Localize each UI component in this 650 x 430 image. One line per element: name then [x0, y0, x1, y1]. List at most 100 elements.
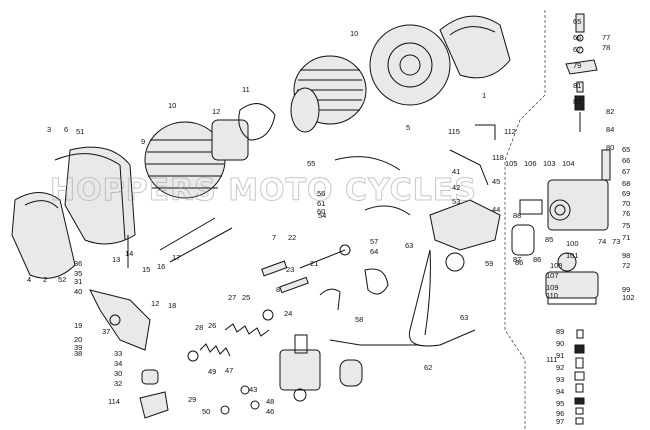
cylinder-head-cover: [439, 15, 511, 79]
carburettor-body: [511, 149, 611, 305]
part-label-74: 74: [598, 237, 606, 246]
part-label-34: 34: [114, 359, 122, 368]
part-label-86: 86: [515, 258, 523, 267]
part-label-52: 52: [58, 275, 66, 284]
head-gasket: [238, 103, 276, 141]
part-label-46: 46: [266, 407, 274, 416]
part-label-50: 50: [202, 407, 210, 416]
part-label-13: 13: [112, 255, 120, 264]
part-label-67: 67: [573, 45, 581, 54]
part-label-65: 65: [622, 145, 630, 154]
part-label-89: 89: [556, 327, 564, 336]
part-label-85: 85: [545, 235, 553, 244]
part-label-76: 76: [622, 209, 630, 218]
part-label-94: 94: [556, 387, 564, 396]
part-label-79: 79: [573, 61, 581, 70]
part-label-51: 51: [76, 127, 84, 136]
cylinder-barrel-front: [144, 119, 249, 199]
part-label-11: 11: [242, 85, 250, 94]
part-label-87: 87: [513, 255, 521, 264]
valve-springs: [187, 309, 274, 362]
part-label-93: 93: [556, 375, 564, 384]
part-label-18: 18: [168, 301, 176, 310]
part-label-6: 6: [64, 125, 68, 134]
part-label-55: 55: [307, 159, 315, 168]
part-label-48: 48: [266, 397, 274, 406]
part-label-83: 83: [573, 97, 581, 106]
part-label-72: 72: [622, 261, 630, 270]
part-label-61: 61: [317, 199, 325, 208]
part-label-81: 81: [573, 81, 581, 90]
part-label-67: 67: [622, 167, 630, 176]
part-label-47: 47: [225, 366, 233, 375]
part-label-108: 108: [550, 261, 563, 270]
part-label-63: 63: [460, 313, 468, 322]
part-label-38: 38: [74, 349, 82, 358]
pushrods: [127, 217, 233, 268]
part-label-114: 114: [108, 397, 120, 406]
part-label-90: 90: [556, 339, 564, 348]
part-label-112: 112: [504, 127, 516, 136]
part-label-39: 39: [74, 343, 82, 352]
valves: [261, 244, 351, 294]
part-label-115: 115: [448, 127, 460, 136]
fuel-lines: [329, 249, 476, 347]
part-label-104: 104: [562, 159, 575, 168]
part-label-16: 16: [157, 262, 165, 271]
throttle-slide-assembly: [565, 13, 598, 132]
part-label-2: 2: [43, 275, 47, 284]
part-label-77: 77: [602, 33, 610, 42]
part-label-14: 14: [125, 249, 133, 258]
part-label-27: 27: [228, 293, 236, 302]
float-bowl-jets: [574, 329, 585, 425]
part-label-3: 3: [47, 125, 51, 134]
part-label-118: 118: [492, 153, 504, 162]
part-label-37: 37: [102, 327, 110, 336]
part-label-95: 95: [556, 399, 564, 408]
cylinder-barrel-rear: [290, 55, 367, 133]
part-label-10: 10: [168, 101, 176, 110]
part-label-63: 63: [405, 241, 413, 250]
inlet-manifold: [429, 124, 501, 272]
part-label-106: 106: [524, 159, 537, 168]
cables: [319, 156, 411, 311]
part-label-41: 41: [452, 167, 460, 176]
part-label-111: 111: [546, 355, 557, 364]
part-label-56: 56: [317, 189, 325, 198]
part-label-53: 53: [452, 197, 460, 206]
part-label-97: 97: [556, 417, 564, 426]
section-divider: [504, 10, 546, 430]
part-label-66: 66: [622, 156, 630, 165]
rocker-arm-assembly: [89, 289, 169, 419]
part-label-68: 68: [622, 179, 630, 188]
part-label-71: 71: [622, 233, 630, 242]
part-label-5: 5: [406, 123, 410, 132]
part-label-44: 44: [492, 205, 500, 214]
part-label-1: 1: [482, 91, 486, 100]
part-label-23: 23: [286, 265, 294, 274]
part-label-9: 9: [141, 137, 145, 146]
part-label-75: 75: [622, 221, 630, 230]
part-label-54: 54: [318, 211, 326, 220]
part-label-12: 12: [151, 299, 159, 308]
part-label-102: 102: [622, 293, 635, 302]
part-label-109: 109: [546, 283, 559, 292]
part-label-100: 100: [566, 239, 579, 248]
part-label-86: 86: [533, 255, 541, 264]
part-label-36: 36: [74, 259, 82, 268]
part-label-103: 103: [543, 159, 556, 168]
part-label-65: 65: [573, 17, 581, 26]
part-label-57: 57: [370, 237, 378, 246]
part-label-43: 43: [249, 385, 257, 394]
part-label-30: 30: [114, 369, 122, 378]
part-label-66: 66: [573, 33, 581, 42]
part-label-110: 110: [546, 291, 558, 300]
part-label-17: 17: [172, 253, 180, 262]
part-label-35: 35: [74, 269, 82, 278]
part-label-58: 58: [355, 315, 363, 324]
part-label-24: 24: [284, 309, 292, 318]
part-label-26: 26: [208, 321, 216, 330]
part-label-88: 88: [513, 211, 521, 220]
